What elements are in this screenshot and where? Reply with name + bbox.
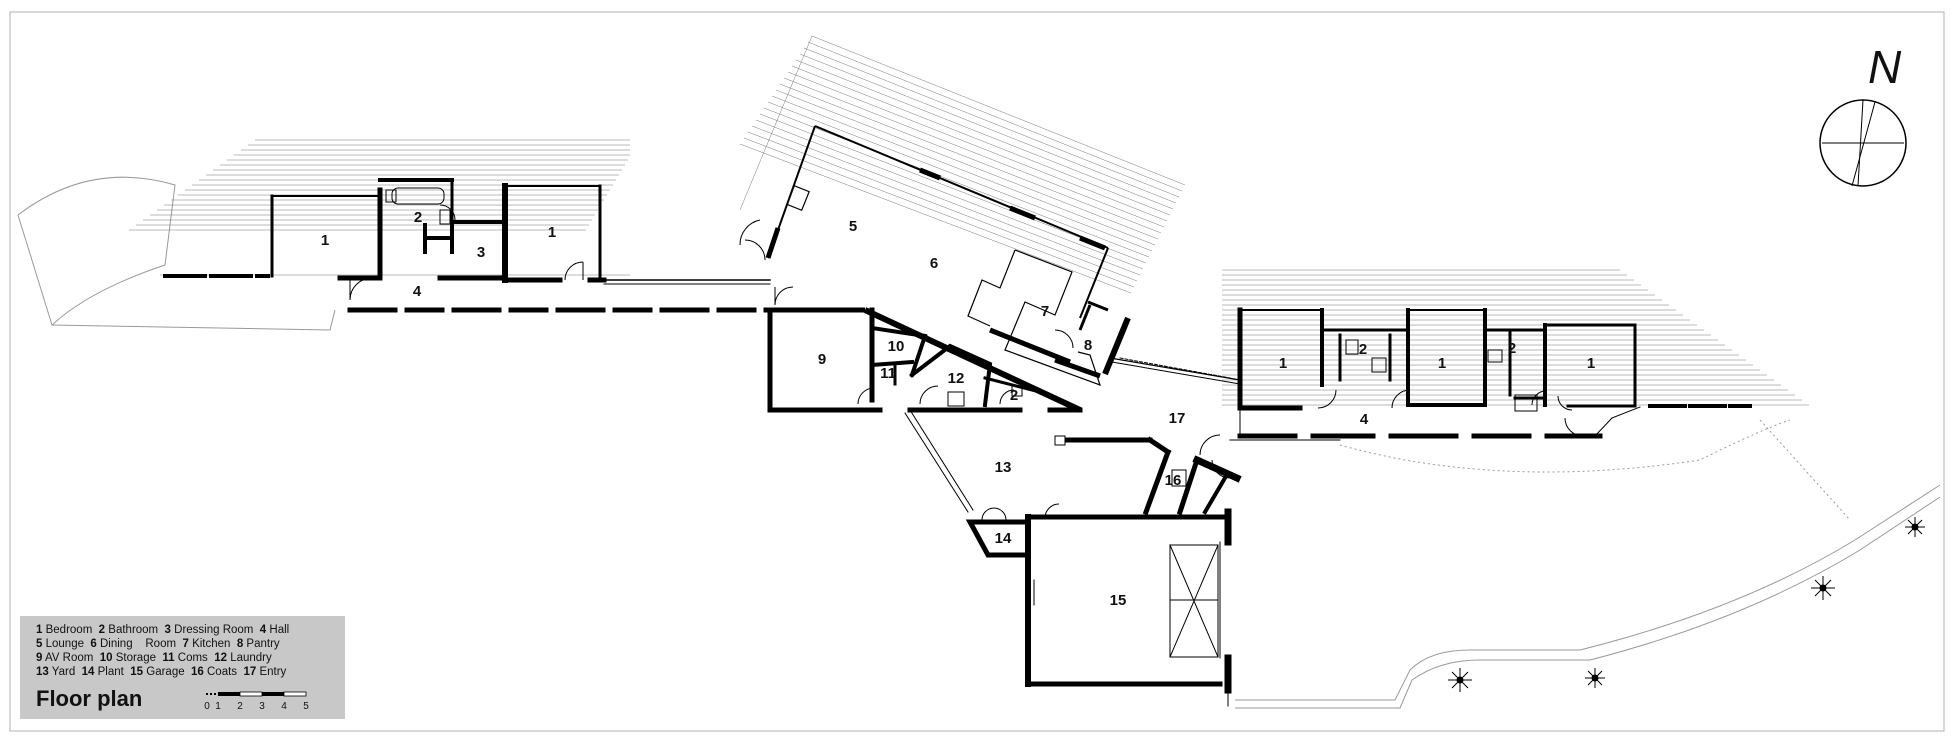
label-lounge: 5 — [849, 218, 857, 235]
site-outline — [17, 176, 1941, 709]
label-av-room: 9 — [818, 351, 826, 368]
legend-row-1: 1 Bedroom 2 Bathroom 3 Dressing Room 4 H… — [36, 624, 290, 636]
door-swings-service — [857, 385, 1023, 407]
door-swings-west — [349, 204, 794, 306]
scale-tick: 3 — [259, 701, 265, 712]
lounge-appliance — [786, 184, 810, 212]
door-swings-lounge — [739, 219, 1074, 349]
label-coms: 11 — [880, 365, 896, 382]
legend: 1 Bedroom 2 Bathroom 3 Dressing Room 4 H… — [20, 616, 345, 719]
scale-tick: 4 — [281, 701, 287, 712]
label-coats: 16 — [1165, 472, 1182, 489]
page-frame — [9, 11, 1945, 732]
label-bedroom-east-1: 1 — [1279, 355, 1287, 372]
label-bathroom-east-1: 2 — [1359, 341, 1367, 358]
walls-west-wing — [163, 178, 873, 313]
label-entry: 17 — [1169, 410, 1186, 427]
label-yard: 13 — [995, 459, 1012, 476]
label-pantry: 8 — [1084, 337, 1092, 354]
label-hall-east: 4 — [1360, 411, 1369, 428]
door-swings-entry — [981, 434, 1231, 521]
label-bedroom-east-3: 1 — [1587, 355, 1595, 372]
north-label: N — [1868, 41, 1902, 93]
walls-east-wing — [1237, 307, 1752, 439]
label-laundry: 12 — [948, 370, 965, 387]
deck-east — [1222, 269, 1809, 406]
label-bedroom-west-1: 1 — [321, 232, 329, 249]
label-bathroom-east-2: 2 — [1508, 340, 1516, 357]
walls-service — [767, 307, 1083, 413]
north-compass-icon — [1819, 99, 1907, 187]
deck-lounge — [739, 35, 1186, 294]
door-swings-east — [1317, 339, 1584, 437]
scale-tick: 5 — [303, 701, 309, 712]
walls-entry — [904, 357, 1341, 558]
label-garage: 15 — [1110, 592, 1127, 609]
scale-bar: 0 1 2 3 4 5 — [204, 691, 309, 712]
scale-tick: 1 — [215, 701, 221, 712]
legend-row-2: 5 Lounge 6 Dining Room 7 Kitchen 8 Pantr… — [36, 638, 280, 650]
label-bathroom-central: 2 — [1010, 387, 1018, 404]
scale-tick: 2 — [237, 701, 243, 712]
walls-garage — [1025, 508, 1232, 707]
legend-title: Floor plan — [36, 686, 143, 711]
label-dressing-room: 3 — [477, 244, 485, 261]
legend-row-4: 13 Yard 14 Plant 15 Garage 16 Coats 17 E… — [36, 666, 287, 678]
label-kitchen: 7 — [1041, 303, 1049, 320]
legend-row-3: 9 AV Room 10 Storage 11 Coms 12 Laundry — [36, 652, 272, 664]
label-bedroom-west-2: 1 — [548, 224, 556, 241]
scale-tick: 0 — [204, 701, 210, 712]
label-storage: 10 — [888, 338, 905, 355]
label-bedroom-east-2: 1 — [1438, 355, 1446, 372]
link-corridor — [1109, 357, 1241, 436]
room-labels: 1 2 3 1 4 5 6 7 8 9 10 11 12 2 13 14 15 … — [321, 209, 1595, 609]
label-plant: 14 — [995, 530, 1012, 547]
tree-icons — [1448, 517, 1925, 692]
bath-fixtures-west — [385, 187, 451, 225]
label-dining: 6 — [930, 255, 938, 272]
label-bathroom-west: 2 — [414, 209, 422, 226]
label-hall-west: 4 — [413, 283, 422, 300]
